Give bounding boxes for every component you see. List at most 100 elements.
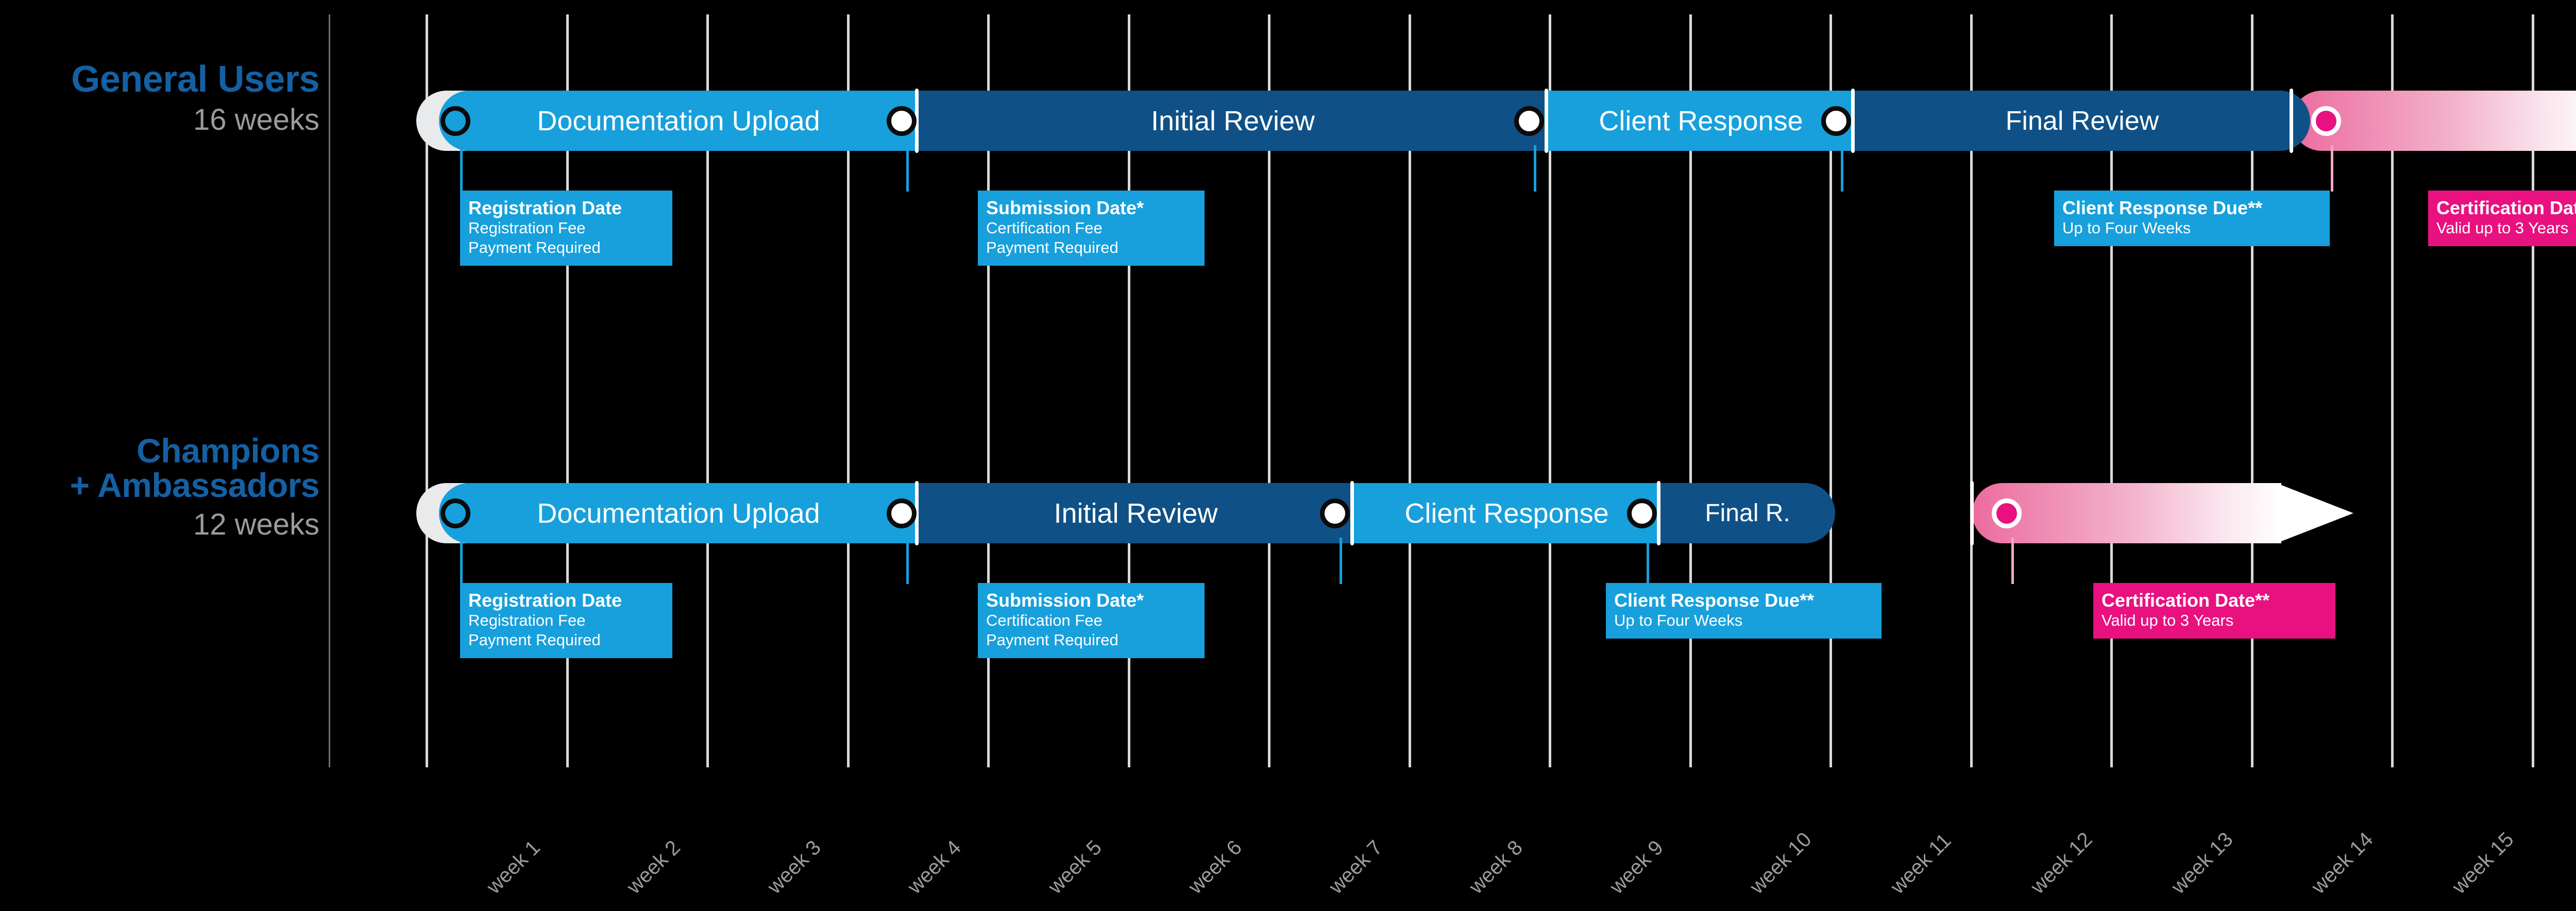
callout-stem (906, 145, 909, 192)
week-tick-label-13: week 13 (2166, 828, 2238, 899)
week-tick-label-10: week 10 (1745, 828, 1816, 899)
certification-tail (1972, 483, 2353, 543)
row-title-ambassadors: + Ambassadors (70, 466, 320, 505)
gridline-week-7 (1408, 14, 1411, 767)
segment-label: Client Response (1404, 497, 1609, 529)
segment-separator (2290, 89, 2293, 153)
gridline-week-11 (1970, 14, 1973, 767)
segment-label: Final R. (1705, 500, 1790, 527)
week-tick-label-2: week 2 (622, 836, 685, 899)
milestone-marker-submission-date[interactable] (887, 499, 917, 528)
week-tick-label-4: week 4 (903, 836, 966, 899)
callout-line-1: Registration Fee (468, 611, 586, 630)
week-tick-label-6: week 6 (1184, 836, 1247, 899)
callout-title: Certification Date** (2102, 590, 2270, 611)
segment-separator (915, 481, 919, 545)
callout-line-1: Up to Four Weeks (1614, 611, 1743, 630)
gridline-week-3 (846, 14, 850, 767)
callout-line-2: Payment Required (468, 631, 601, 649)
segment-label: Client Response (1599, 105, 1803, 136)
segment-client-response[interactable]: Client Response (1548, 91, 1854, 151)
gridline-week-8 (1549, 14, 1551, 767)
segment-separator (1545, 89, 1548, 153)
callout-submission-date-row2[interactable]: Submission Date* Certification Fee Payme… (978, 583, 1205, 658)
callout-line-1: Certification Fee (986, 611, 1103, 630)
row-duration-general-users: 16 weeks (193, 103, 319, 137)
week-tick-label-12: week 12 (2026, 828, 2097, 899)
week-tick-label-5: week 5 (1043, 836, 1106, 899)
callout-stem (460, 145, 463, 192)
segment-label: Final Review (2005, 106, 2159, 136)
segment-label: Initial Review (1150, 105, 1315, 136)
milestone-marker-certification-date[interactable] (1992, 499, 2022, 528)
gridline-week-12 (2110, 14, 2113, 767)
row-label-champions-ambassadors: Champions + Ambassadors 12 weeks (0, 432, 320, 542)
callout-stem (460, 538, 463, 584)
gridline-week-2 (706, 14, 709, 767)
milestone-marker-submission-date[interactable] (887, 106, 917, 136)
milestone-marker-initial-review-end[interactable] (1320, 499, 1350, 528)
milestone-marker-certification-date[interactable] (2311, 106, 2341, 136)
week-tick-label-1: week 1 (482, 836, 545, 899)
milestone-marker-client-response-due[interactable] (1821, 106, 1851, 136)
milestone-marker-registration-date[interactable] (440, 106, 470, 136)
callout-client-response-due-row2[interactable]: Client Response Due** Up to Four Weeks (1606, 583, 1882, 639)
callout-stem (1534, 145, 1536, 192)
segment-label: Documentation Upload (537, 105, 820, 136)
callout-title: Client Response Due** (2062, 197, 2263, 218)
segment-final-review[interactable]: Final R. (1660, 483, 1835, 543)
segment-separator (1970, 481, 1974, 545)
callout-client-response-due-row1[interactable]: Client Response Due** Up to Four Weeks (2054, 191, 2330, 247)
callout-title: Certification Date** (2436, 197, 2576, 218)
week-tick-label-8: week 8 (1465, 836, 1528, 899)
callout-line-1: Valid up to 3 Years (2436, 219, 2569, 237)
callout-stem (1841, 145, 1843, 192)
gridline-week-10 (1829, 14, 1832, 767)
week-tick-label-11: week 11 (1886, 829, 1956, 899)
segment-final-review[interactable]: Final Review (1854, 91, 2310, 151)
timeline-bar-champions-ambassadors: Documentation Upload Initial Review Clie… (416, 481, 2456, 545)
callout-line-2: Payment Required (986, 631, 1118, 649)
callout-stem (2011, 538, 2014, 584)
segment-documentation-upload[interactable]: Documentation Upload (439, 483, 918, 543)
callout-title: Submission Date* (986, 197, 1144, 218)
segment-client-response[interactable]: Client Response (1353, 483, 1660, 543)
segment-separator (1350, 481, 1354, 545)
gridline-week-0 (426, 14, 428, 767)
callout-stem (1647, 538, 1649, 584)
callout-submission-date-row1[interactable]: Submission Date* Certification Fee Payme… (978, 191, 1205, 266)
gridline-week-13 (2250, 14, 2253, 767)
callout-stem (906, 538, 909, 584)
week-tick-label-7: week 7 (1324, 836, 1387, 899)
segment-separator (1657, 481, 1660, 545)
callout-line-2: Payment Required (986, 238, 1118, 257)
gridline-week-5 (1127, 14, 1130, 767)
gridline-week-14 (2391, 14, 2394, 767)
callout-certification-date-row1[interactable]: Certification Date** Valid up to 3 Years (2428, 191, 2576, 247)
gridline-week-6 (1268, 14, 1270, 767)
row-title-general-users: General Users (71, 59, 319, 100)
segment-initial-review[interactable]: Initial Review (918, 483, 1353, 543)
callout-registration-date-row2[interactable]: Registration Date Registration Fee Payme… (460, 583, 672, 658)
callout-stem (1340, 538, 1342, 584)
callout-line-1: Valid up to 3 Years (2102, 611, 2234, 630)
callout-line-1: Up to Four Weeks (2062, 219, 2191, 237)
week-tick-label-15: week 15 (2447, 828, 2518, 899)
callout-line-1: Certification Fee (986, 219, 1103, 237)
week-tick-label-14: week 14 (2307, 828, 2378, 899)
callout-line-2: Payment Required (468, 238, 601, 257)
row-title-champions: Champions (137, 432, 319, 470)
segment-documentation-upload[interactable]: Documentation Upload (439, 91, 918, 151)
gridline-week-15 (2531, 14, 2534, 767)
timeline-bar-general-users: Documentation Upload Initial Review Clie… (416, 89, 2576, 153)
row-label-general-users: General Users 16 weeks (0, 59, 319, 137)
callout-certification-date-row2[interactable]: Certification Date** Valid up to 3 Years (2093, 583, 2335, 639)
milestone-marker-registration-date[interactable] (440, 499, 470, 528)
milestone-marker-initial-review-end[interactable] (1514, 106, 1544, 136)
segment-initial-review[interactable]: Initial Review (918, 91, 1548, 151)
callout-registration-date-row1[interactable]: Registration Date Registration Fee Payme… (460, 191, 672, 266)
callout-title: Registration Date (468, 197, 622, 218)
segment-separator (915, 89, 919, 153)
milestone-marker-client-response-due[interactable] (1627, 499, 1657, 528)
callout-title: Registration Date (468, 590, 622, 611)
